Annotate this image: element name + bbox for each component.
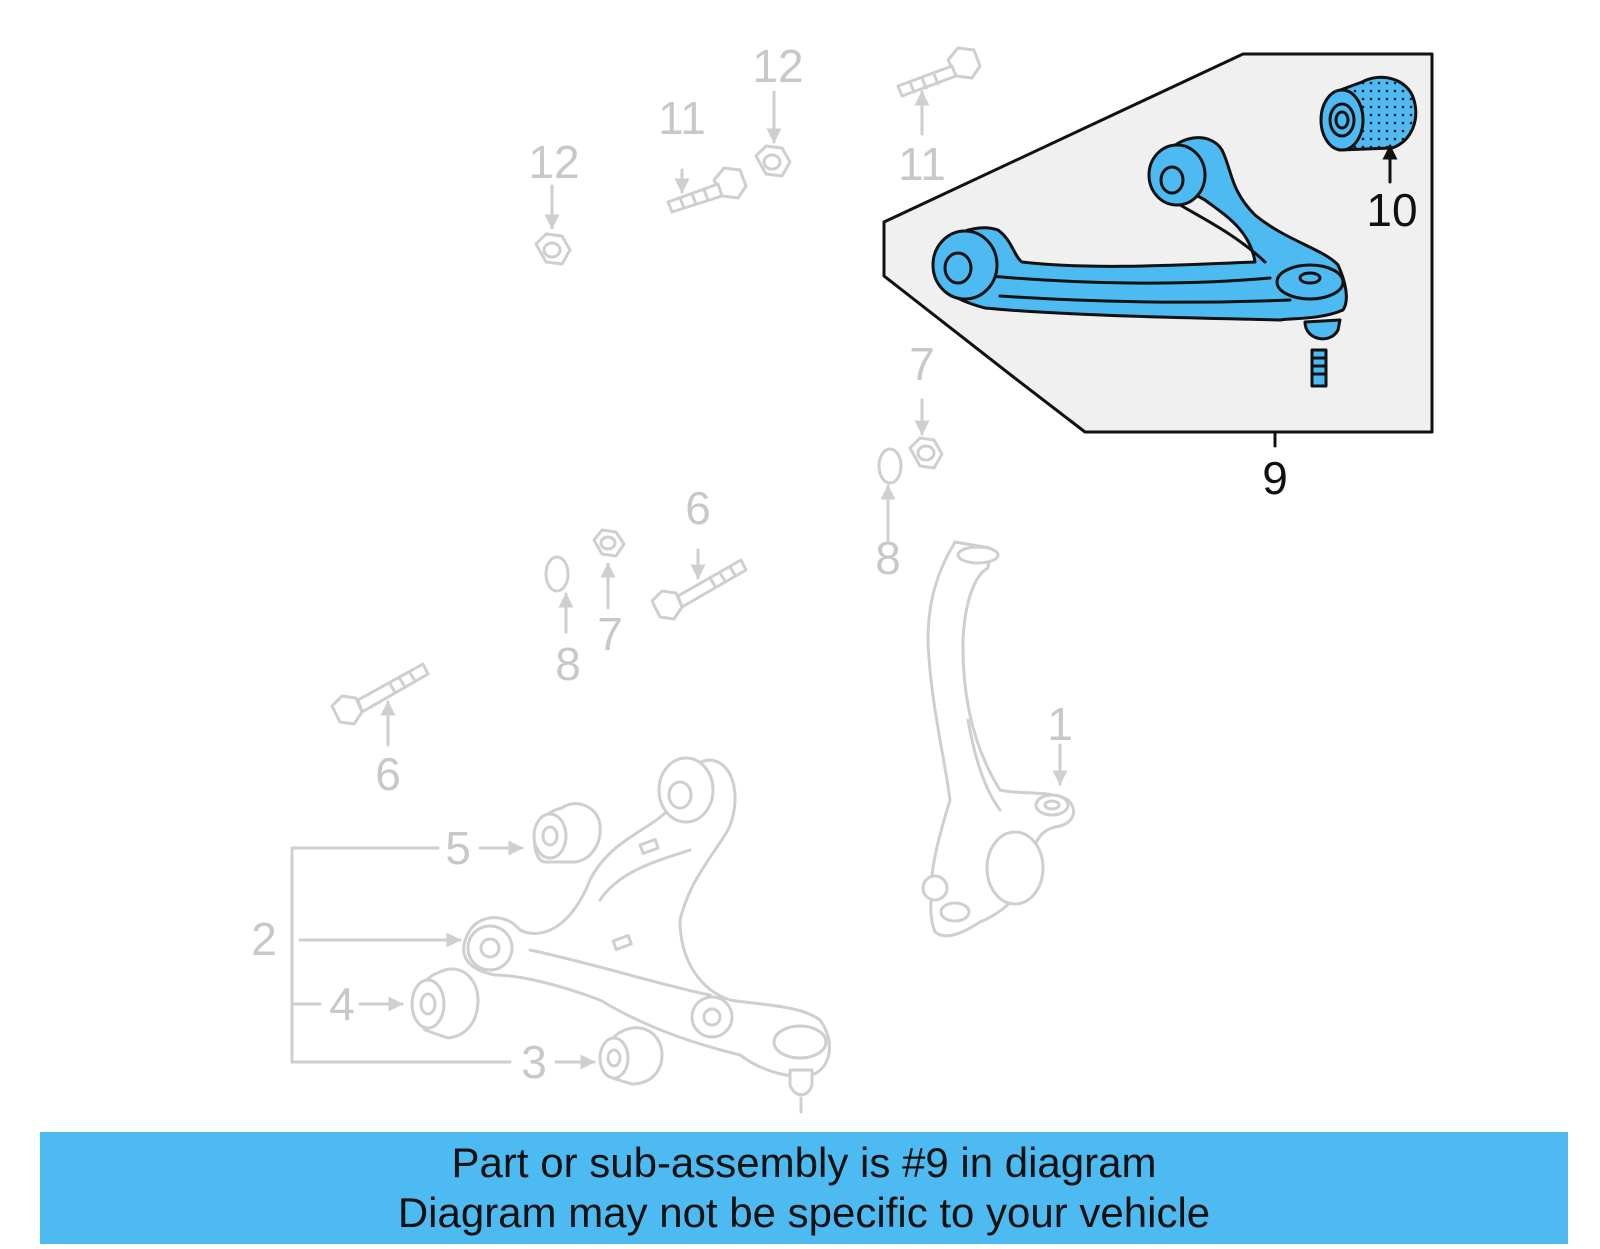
- callout-11-right: 11: [898, 138, 946, 190]
- steering-knuckle: [921, 540, 1076, 938]
- callout-10[interactable]: 10: [1366, 184, 1417, 236]
- callout-6-upper: 6: [685, 482, 711, 534]
- sub-assembly-9-box: [882, 52, 1434, 434]
- callout-5: 5: [445, 822, 471, 874]
- callout-7-lower: 7: [597, 608, 623, 660]
- callout-8-lower: 8: [555, 638, 581, 690]
- bolt-11-left: [666, 166, 748, 214]
- nut-12-right: [754, 144, 792, 178]
- callout-2: 2: [251, 913, 277, 965]
- callout-9[interactable]: 9: [1262, 452, 1288, 504]
- bolt-6-lower: [330, 662, 430, 726]
- nut-7-lower: [592, 528, 626, 558]
- callout-12-right: 12: [752, 40, 803, 92]
- bolt-11-right: [896, 46, 982, 98]
- callout-4: 4: [329, 978, 355, 1030]
- bolt-6-upper: [650, 558, 748, 621]
- callout-6-lower: 6: [375, 748, 401, 800]
- callout-1: 1: [1047, 698, 1073, 750]
- bushing-3: [598, 1026, 664, 1086]
- bushing-4: [410, 967, 480, 1040]
- callout-11-left: 11: [658, 92, 706, 144]
- bushing-10[interactable]: [1319, 75, 1418, 152]
- lower-control-arm: [462, 756, 831, 1114]
- upper-control-arm[interactable]: [931, 136, 1348, 388]
- callout-12-left: 12: [528, 136, 579, 188]
- banner-line-disclaimer: Diagram may not be specific to your vehi…: [397, 1189, 1211, 1236]
- faded-leaders: [290, 90, 1068, 1070]
- callout-7-upper: 7: [909, 338, 935, 390]
- bushing-5: [532, 802, 602, 864]
- banner-line-part: Part or sub-assembly is #9 in diagram: [451, 1139, 1157, 1186]
- washer-8-upper: [877, 447, 903, 485]
- nut-7-upper: [908, 436, 944, 470]
- callout-8-upper: 8: [875, 532, 901, 584]
- nut-12-left: [534, 232, 572, 266]
- callout-3: 3: [521, 1036, 547, 1088]
- info-banner: Part or sub-assembly is #9 in diagram Di…: [40, 1132, 1568, 1244]
- washer-8-lower: [544, 555, 570, 593]
